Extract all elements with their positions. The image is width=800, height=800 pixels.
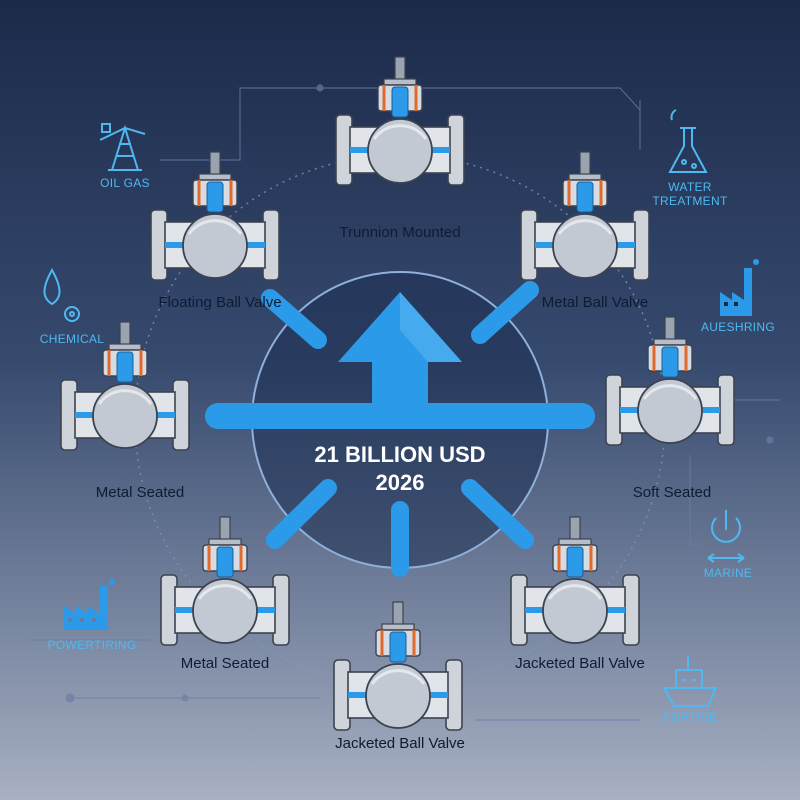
industry-aueshring: AUESHRING — [700, 320, 776, 334]
valve-label-metal-seated-left: Metal Seated — [95, 484, 185, 501]
valve-label-trunnion: Trunnion Mounted — [339, 224, 461, 241]
ship-icon — [662, 656, 718, 707]
valve-label-jacketed-bottom: Jacketed Ball Valve — [335, 735, 465, 752]
horizontal-bar — [205, 403, 595, 429]
valve-label-metal-ball: Metal Ball Valve — [541, 294, 649, 311]
valve-label-jacketed-right: Jacketed Ball Valve — [515, 655, 645, 672]
industry-marine: MARINE — [703, 566, 753, 580]
valve-label-floating: Floating Ball Valve — [158, 294, 282, 311]
industry-chemical: CHEMICAL — [39, 332, 105, 346]
power-icon — [707, 510, 745, 563]
factory-icon — [64, 579, 115, 630]
market-value: 21 BILLION USD — [314, 442, 486, 467]
market-year: 2026 — [375, 470, 425, 495]
oil-derrick-icon — [99, 123, 146, 171]
spoke-se — [461, 479, 534, 549]
industry-oil-gas: OIL GAS — [100, 176, 150, 190]
droplet-gear-icon — [43, 267, 80, 322]
growth-arrow-icon — [338, 292, 462, 410]
industry-powertiring: POWERTIRING — [47, 638, 137, 652]
valve-label-metal-seated-bottom: Metal Seated — [180, 655, 270, 672]
flask-icon — [668, 109, 708, 173]
spoke-sw — [266, 479, 337, 549]
valve-label-soft-seated: Soft Seated — [632, 484, 712, 501]
factory-icon — [720, 259, 759, 316]
spoke-ne — [471, 281, 539, 344]
spoke-nw — [261, 289, 327, 349]
industry-portive: PORTIVE — [662, 710, 718, 724]
